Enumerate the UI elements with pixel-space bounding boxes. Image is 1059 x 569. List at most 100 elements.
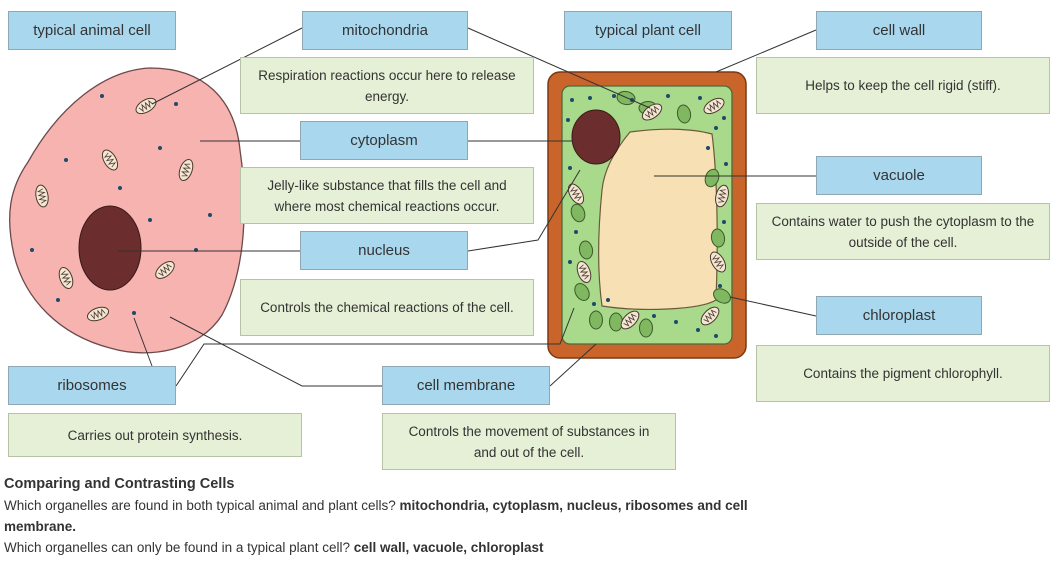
plant-vacuole [598,128,718,310]
chloroplast-icon [589,310,603,330]
mitochondrion-icon [135,97,157,115]
comparison-section: Comparing and Contrasting Cells Which or… [4,474,1054,558]
comparison-heading: Comparing and Contrasting Cells [4,476,235,492]
desc-cell-wall: Helps to keep the cell rigid (stiff). [756,57,1050,114]
desc-mitochondria: Respiration reactions occur here to rele… [240,57,534,114]
chloroplast-icon [710,228,726,248]
label-cytoplasm: cytoplasm [300,121,468,160]
plant-mitochondria-group [567,97,729,330]
ribosome-dot [30,248,34,252]
desc-chloroplast: Contains the pigment chlorophyll. [756,345,1050,402]
ribosome-dot [132,311,136,315]
line-nucleus-plant [467,169,581,252]
ribosome-dot [566,118,570,122]
plant-cell [547,71,747,359]
line-mitochondria-animal [151,27,303,105]
mitochondrion-icon [58,266,74,290]
line-ribosomes-animal [133,317,153,367]
ribosome-dot [592,302,596,306]
ribosome-dot [568,166,572,170]
mitochondrion-icon [101,149,119,171]
ribosome-dot [208,213,212,217]
label-mitochondria: mitochondria [302,11,468,50]
chloroplast-icon [676,104,692,124]
ribosome-dot [570,98,574,102]
mitochondrion-icon [715,184,729,208]
mitochondrion-icon [178,158,194,182]
desc-vacuole: Contains water to push the cytoplasm to … [756,203,1050,260]
ribosome-dot [698,96,702,100]
ribosome-dot [574,230,578,234]
label-nucleus: nucleus [300,231,468,270]
line-cell-wall [715,29,817,73]
desc-nucleus: Controls the chemical reactions of the c… [240,279,534,336]
ribosome-dot [148,218,152,222]
animal-nucleus [78,205,142,291]
label-vacuole: vacuole [816,156,982,195]
ribosome-dot [118,186,122,190]
mitochondrion-icon [703,97,725,115]
ribosome-dot [724,162,728,166]
ribosome-dot [722,116,726,120]
chloroplast-icon [609,312,623,332]
comparison-question-2: Which organelles can only be found in a … [4,537,1054,558]
label-typical-animal-cell: typical animal cell [8,11,176,50]
chloroplast-icon [639,318,653,338]
animal-mitochondria-group [35,97,194,322]
mitochondrion-icon [86,306,110,322]
ribosome-dot [56,298,60,302]
ribosome-dot [612,94,616,98]
line-cell-membrane-animal [169,316,382,387]
ribosome-dot [718,284,722,288]
mitochondrion-icon [576,260,592,284]
desc-cytoplasm: Jelly-like substance that fills the cell… [240,167,534,224]
ribosome-dot [706,146,710,150]
chloroplast-icon [713,288,731,304]
ribosome-dot [158,146,162,150]
ribosome-dot [606,298,610,302]
ribosome-dot [588,96,592,100]
label-ribosomes: ribosomes [8,366,176,405]
ribosome-dot [714,126,718,130]
desc-cell-membrane: Controls the movement of substances in a… [382,413,676,470]
ribosome-dot [722,220,726,224]
mitochondrion-icon [700,306,720,326]
animal-ribosomes-group [30,94,212,315]
ribosome-dot [674,320,678,324]
ribosome-dot [666,94,670,98]
answer-2-text: cell wall, vacuole, chloroplast [353,540,544,555]
ribosome-dot [100,94,104,98]
line-mitochondria-plant [467,27,651,109]
chloroplast-icon [574,283,590,301]
ribosome-dot [174,102,178,106]
line-chloroplast [729,296,817,317]
animal-cell-membrane [9,67,245,354]
connector-lines [118,27,817,387]
question-2-text: Which organelles can only be found in a … [4,540,350,555]
ribosome-dot [714,334,718,338]
mitochondrion-icon [620,310,640,330]
plant-nucleus [571,109,621,165]
question-1-text: Which organelles are found in both typic… [4,498,396,513]
chloroplast-icon [578,240,594,260]
label-cell-wall: cell wall [816,11,982,50]
chloroplast-icon [570,203,586,223]
plant-ribosomes-group [566,94,728,338]
ribosome-dot [64,158,68,162]
label-chloroplast: chloroplast [816,296,982,335]
mitochondrion-icon [155,261,175,279]
ribosome-dot [652,314,656,318]
answer-1-text: mitochondria, cytoplasm, nucleus, riboso… [4,498,748,534]
desc-ribosomes: Carries out protein synthesis. [8,413,302,457]
animal-cell [9,67,245,354]
comparison-question-1: Which organelles are found in both typic… [4,495,794,537]
label-cell-membrane: cell membrane [382,366,550,405]
mitochondrion-icon [567,183,585,205]
line-cell-membrane-plant [549,343,597,387]
mitochondrion-icon [709,251,727,273]
line-ribosomes-plant [175,307,575,387]
ribosome-dot [696,328,700,332]
ribosome-dot [568,260,572,264]
label-typical-plant-cell: typical plant cell [564,11,732,50]
